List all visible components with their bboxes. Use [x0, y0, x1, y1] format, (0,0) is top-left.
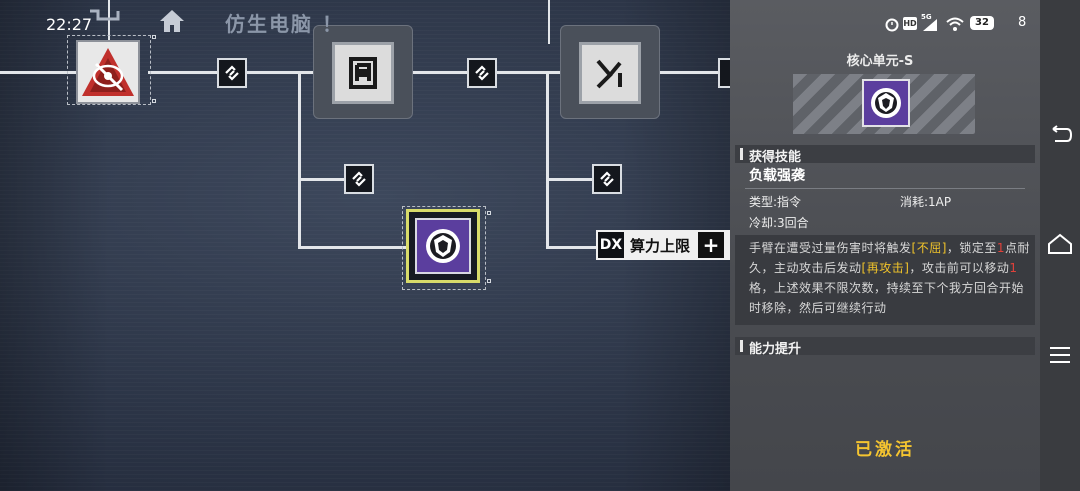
- wifi-icon: [946, 17, 964, 31]
- corner-dot: [487, 211, 491, 215]
- link-icon: [352, 171, 366, 187]
- compute-limit-label: 算力上限: [630, 237, 691, 255]
- activated-status: 已激活: [855, 440, 915, 460]
- home-icon[interactable]: [158, 8, 186, 34]
- network-label: 5G: [921, 13, 932, 21]
- module-f-icon: [349, 57, 377, 89]
- skill-name: 负载强袭: [749, 168, 805, 184]
- link-node[interactable]: [217, 58, 247, 88]
- status-icons: HD 5G 32 8: [884, 13, 1034, 33]
- core-icon: [426, 229, 460, 263]
- core-selection-frame: [402, 206, 486, 290]
- core-icon: [871, 88, 901, 118]
- unit-banner: [793, 74, 975, 134]
- section-ability-header: 能力提升: [735, 337, 1035, 357]
- section-bar: [740, 148, 743, 160]
- skill-cost: 消耗:1AP: [900, 195, 952, 209]
- section-skill-header: 获得技能: [735, 145, 1035, 165]
- link-icon: [475, 65, 489, 81]
- corner-dot: [487, 279, 491, 283]
- module-x-icon: [596, 59, 622, 89]
- skill-description-text: 手臂在遭受过量伤害时将触发[不屈]，锁定至1点耐久，主动攻击后发动[再攻击]，攻…: [749, 241, 1031, 315]
- core-unit-node[interactable]: [406, 209, 480, 283]
- node-item-2[interactable]: [332, 42, 394, 104]
- compute-limit-node[interactable]: DX 算力上限 +: [596, 230, 730, 260]
- skill-type: 类型:指令: [749, 195, 802, 209]
- alarm-icon: [885, 18, 899, 32]
- section-skill-label: 获得技能: [749, 150, 802, 165]
- connector-line: [298, 72, 301, 248]
- connector-line: [546, 72, 549, 248]
- panel-title: 核心单元-S: [846, 54, 914, 69]
- connector-line: [298, 246, 406, 249]
- status-time: 22:27: [46, 15, 93, 34]
- connector-line: [298, 178, 346, 181]
- page-title: 仿生电脑 ！: [225, 12, 344, 36]
- status-extra: 8: [1018, 15, 1027, 30]
- system-nav-bar: [1040, 0, 1080, 491]
- skill-cooldown: 冷却:3回合: [749, 216, 809, 230]
- core-unit-tile: [415, 218, 471, 274]
- plus-icon: +: [698, 232, 724, 258]
- section-bar: [740, 340, 743, 352]
- nav-back-icon[interactable]: [1049, 125, 1073, 145]
- link-icon: [225, 65, 239, 81]
- node-item-3[interactable]: [579, 42, 641, 104]
- connector-line: [546, 178, 594, 181]
- back-icon[interactable]: [88, 9, 122, 27]
- target-icon: [82, 48, 134, 96]
- link-node[interactable]: [592, 164, 622, 194]
- nav-home-icon[interactable]: [1047, 233, 1073, 255]
- section-ability-label: 能力提升: [749, 342, 802, 357]
- link-icon: [600, 171, 614, 187]
- dx-badge: DX: [598, 232, 624, 258]
- skill-description: 手臂在遭受过量伤害时将触发[不屈]，锁定至1点耐久，主动攻击后发动[再攻击]，攻…: [735, 235, 1035, 325]
- corner-dot: [152, 99, 156, 103]
- node-item-1[interactable]: [76, 40, 140, 104]
- link-node[interactable]: [344, 164, 374, 194]
- core-banner-icon: [862, 79, 910, 127]
- link-node[interactable]: [467, 58, 497, 88]
- battery-icon: 32: [970, 16, 994, 30]
- connector-line: [0, 71, 76, 74]
- node-selection-frame: [67, 35, 151, 105]
- connector-line: [654, 71, 730, 74]
- connector-line: [548, 0, 550, 44]
- hd-icon: HD: [903, 17, 917, 30]
- info-panel: 核心单元-S 获得技能 负载强袭 类型:指令 消耗:1AP 冷却:3回合 手臂在…: [730, 0, 1040, 491]
- connector-line: [546, 246, 596, 249]
- corner-dot: [152, 35, 156, 39]
- signal-bars: [923, 19, 937, 31]
- divider: [745, 188, 1025, 189]
- signal-icon: 5G: [921, 13, 939, 31]
- nav-menu-icon[interactable]: [1049, 346, 1071, 364]
